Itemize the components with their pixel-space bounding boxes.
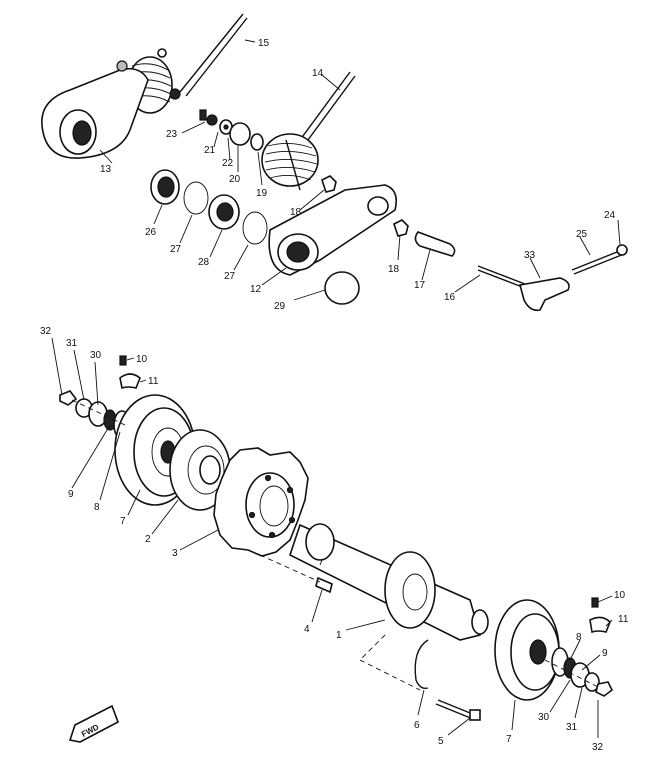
label-24: 24: [604, 210, 616, 221]
label-7-right: 7: [506, 734, 512, 745]
label-18-mid: 18: [388, 264, 400, 275]
right-bolt-stack: [551, 597, 614, 697]
label-7-left: 7: [120, 516, 126, 527]
label-8-right: 8: [576, 632, 582, 643]
label-31-left: 31: [66, 338, 78, 349]
label-8-left: 8: [94, 502, 100, 513]
label-32-left: 32: [40, 326, 52, 337]
sprocket-3: [213, 447, 309, 557]
upper-assembly: [41, 13, 628, 312]
label-28: 28: [198, 257, 210, 268]
label-6: 6: [414, 720, 420, 731]
label-27-a: 27: [170, 244, 182, 255]
label-13: 13: [100, 164, 112, 175]
label-31-right: 31: [566, 722, 578, 733]
label-17: 17: [414, 280, 426, 291]
label-27-b: 27: [224, 271, 236, 282]
label-26: 26: [145, 227, 157, 238]
label-33: 33: [524, 250, 536, 261]
label-1: 1: [336, 630, 342, 641]
label-10-left: 10: [136, 354, 148, 365]
label-18-top: 18: [290, 207, 302, 218]
label-10-right: 10: [614, 590, 626, 601]
label-14: 14: [312, 68, 324, 79]
label-19: 19: [256, 188, 268, 199]
label-32-right: 32: [592, 742, 604, 753]
small-parts-19-23: [199, 109, 337, 193]
torsion-spring-15: [127, 13, 248, 114]
lower-leaders: [51, 337, 613, 738]
wheel-7-right: [494, 599, 560, 701]
label-30-right: 30: [538, 712, 550, 723]
label-29: 29: [274, 301, 286, 312]
swing-arm-12: [268, 184, 398, 305]
label-9-left: 9: [68, 489, 74, 500]
shaft-parts: [393, 219, 628, 312]
label-20: 20: [229, 174, 241, 185]
label-22: 22: [222, 158, 234, 169]
label-15: 15: [258, 38, 270, 49]
hub-2: [169, 429, 231, 511]
label-5: 5: [438, 736, 444, 747]
bearing-set: [150, 169, 268, 245]
key-4: [315, 576, 333, 594]
part-number-labels: 15 14 23 21 22 20 19 18 13 26 27 28 27 1…: [40, 38, 629, 753]
label-12: 12: [250, 284, 262, 295]
label-30-left: 30: [90, 350, 102, 361]
clip-6-bolt-5: [414, 639, 481, 721]
idler-bracket-13: [41, 60, 149, 159]
fwd-arrow-icon: [68, 704, 119, 743]
label-3: 3: [172, 548, 178, 559]
label-9-right: 9: [602, 648, 608, 659]
label-23: 23: [166, 129, 178, 140]
label-25: 25: [576, 229, 588, 240]
upper-leaders: [99, 39, 621, 301]
label-11-left: 11: [148, 376, 159, 387]
alignment-lines: [71, 399, 601, 691]
label-2: 2: [145, 534, 151, 545]
torsion-spring-14: [261, 71, 356, 191]
lower-assembly: [51, 337, 614, 743]
label-4: 4: [304, 624, 310, 635]
label-16: 16: [444, 292, 456, 303]
axle-shaft-1: [289, 523, 489, 641]
label-11-right: 11: [618, 614, 629, 625]
label-21: 21: [204, 145, 216, 156]
